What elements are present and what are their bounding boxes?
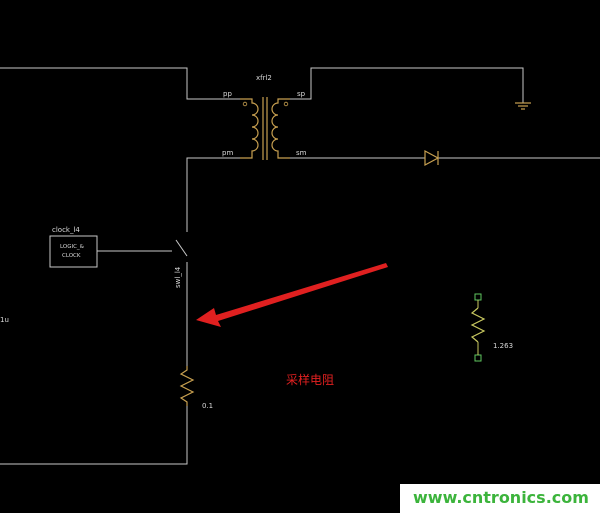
annotation-label: 采样电阻 <box>286 372 334 387</box>
secondary-polarity-dot <box>283 101 289 107</box>
clock-line1: LOGIC_& <box>60 244 85 250</box>
sense-resistor-value: 0.1 <box>202 402 213 410</box>
wire-secondary-top <box>290 67 524 103</box>
pin-sm-label: sm <box>296 149 307 157</box>
arrow-icon <box>196 263 388 327</box>
pin-pm-label: pm <box>222 149 233 157</box>
wires <box>0 67 600 465</box>
clock-ref: clock_l4 <box>52 226 80 234</box>
wire-primary-top <box>0 67 240 100</box>
load-resistor: 1.263 <box>470 293 513 362</box>
left-edge-label: 1u <box>0 316 9 324</box>
clock-box <box>49 235 98 268</box>
load-resistor-zigzag <box>470 307 486 343</box>
clock-line2: CLOCK <box>62 253 81 259</box>
watermark-text: www.cntronics.com <box>413 488 589 507</box>
sense-resistor-zigzag <box>179 366 195 406</box>
load-terminal-bottom <box>474 354 482 362</box>
watermark-band <box>400 484 600 513</box>
load-resistor-value: 1.263 <box>493 342 513 350</box>
transformer-ref: xfrl2 <box>256 74 272 82</box>
switch-symbol: swl_l4 <box>174 239 188 288</box>
diode-symbol <box>424 149 440 167</box>
pin-pp-label: pp <box>223 90 232 98</box>
wire-primary-bottom <box>186 157 240 232</box>
ground-symbol <box>515 102 531 110</box>
load-terminal-top <box>474 293 482 301</box>
clock-block: clock_l4 LOGIC_& CLOCK <box>49 226 98 268</box>
transformer: xfrl2 pp pm sp sm <box>222 74 307 160</box>
primary-polarity-dot <box>242 101 248 107</box>
switch-ref: swl_l4 <box>174 266 182 288</box>
primary-coil <box>240 98 259 159</box>
wire-sense-return <box>0 406 188 465</box>
pin-sp-label: sp <box>297 90 306 98</box>
secondary-coil <box>271 98 290 159</box>
sense-resistor: 0.1 <box>179 366 213 410</box>
